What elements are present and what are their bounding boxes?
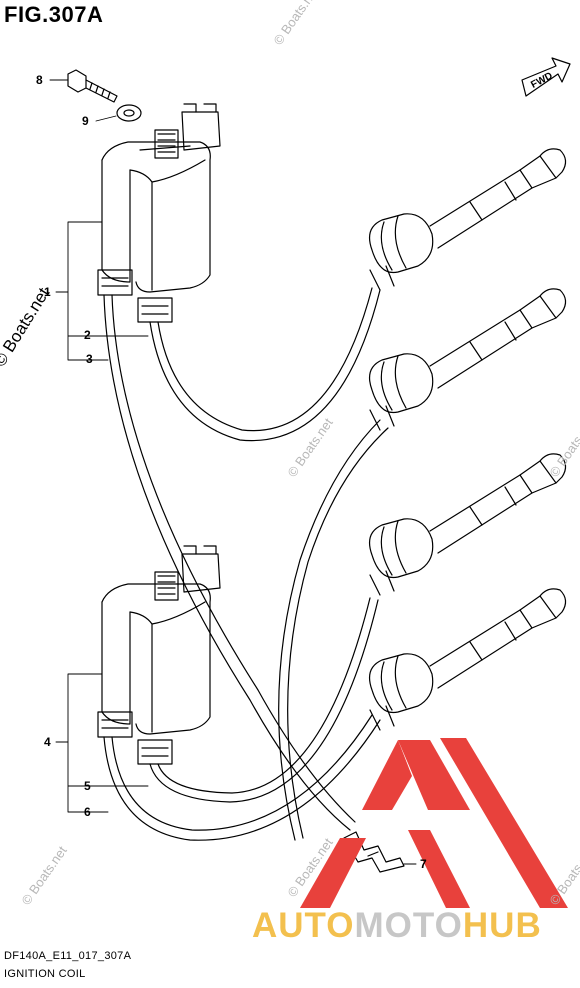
plug-cap-3 bbox=[369, 453, 567, 596]
plug-cap-1 bbox=[369, 148, 567, 291]
ref-2: 2 bbox=[84, 328, 91, 342]
cord-5 bbox=[149, 597, 379, 803]
ref-4: 4 bbox=[44, 735, 51, 749]
ref-1: 1 bbox=[44, 285, 51, 299]
cord-cross bbox=[278, 419, 389, 841]
lower-coil bbox=[97, 545, 221, 765]
bolt bbox=[67, 69, 118, 103]
ref-8: 8 bbox=[36, 73, 43, 87]
plug-cap-4 bbox=[369, 588, 567, 731]
brand-logo-text: AUTOMOTOHUB bbox=[252, 906, 542, 945]
ref-7: 7 bbox=[420, 857, 427, 871]
ref-9: 9 bbox=[82, 114, 89, 128]
plug-cap-2 bbox=[369, 288, 567, 431]
logo-triangle bbox=[300, 738, 568, 908]
cord-2 bbox=[149, 287, 381, 442]
ref-3: 3 bbox=[86, 352, 93, 366]
fwd-arrow bbox=[521, 57, 571, 97]
leader-lines bbox=[49, 79, 417, 865]
washer bbox=[116, 104, 142, 122]
cord-6 bbox=[103, 714, 381, 841]
footer-code: DF140A_E11_017_307A bbox=[4, 950, 132, 962]
figure-title: FIG.307A bbox=[4, 2, 104, 27]
fwd-label: FWD bbox=[529, 70, 554, 90]
footer-name: IGNITION COIL bbox=[4, 968, 86, 980]
upper-coil bbox=[97, 103, 221, 323]
ref-6: 6 bbox=[84, 805, 91, 819]
ref-5: 5 bbox=[84, 779, 91, 793]
